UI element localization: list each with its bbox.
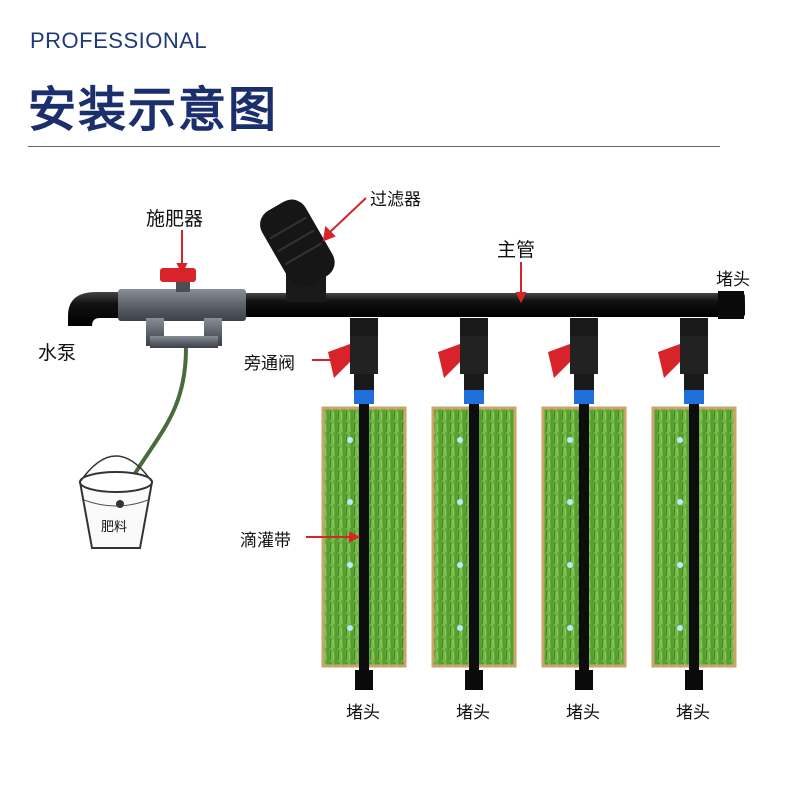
blue-connector: [464, 390, 484, 404]
end-plug: [575, 670, 593, 690]
tee-fitting: [570, 318, 598, 336]
label-bypass-valve: 旁通阀: [244, 354, 295, 374]
drip-tape: [359, 404, 369, 670]
water-drops: [347, 437, 353, 631]
main-pipe: [120, 293, 745, 317]
label-main-pipe: 主管: [497, 239, 536, 261]
end-plug-main-cap: [718, 291, 744, 319]
label-end-plug-2: 堵头: [456, 703, 490, 723]
water-drops: [677, 437, 683, 631]
drip-tape: [689, 404, 699, 670]
water-drops: [457, 437, 463, 631]
fertilizer-bucket: [78, 455, 154, 549]
label-end-plug-1: 堵头: [346, 703, 380, 723]
label-filter: 过滤器: [370, 190, 421, 210]
drip-unit-2: [431, 318, 517, 690]
injector-valve-handle: [160, 268, 196, 282]
tee-fitting: [460, 318, 488, 336]
bypass-valve-handle[interactable]: [658, 344, 680, 378]
drip-tape: [469, 404, 479, 670]
valve-connector: [464, 374, 484, 392]
blue-connector: [574, 390, 594, 404]
valve-body: [680, 336, 708, 374]
tee-fitting: [350, 318, 378, 336]
blue-connector: [684, 390, 704, 404]
label-fertilizer-injector: 施肥器: [146, 208, 204, 230]
drip-tape: [579, 404, 589, 670]
page-title: 安装示意图: [28, 82, 279, 138]
label-fertilizer-bucket: 肥料: [101, 520, 127, 535]
water-drops: [567, 437, 573, 631]
tee-fitting: [680, 318, 708, 336]
label-end-plug-main: 堵头: [716, 270, 750, 290]
valve-body: [460, 336, 488, 374]
fertilizer-injector: [118, 268, 246, 348]
bypass-valve-handle[interactable]: [548, 344, 570, 378]
blue-connector: [354, 390, 374, 404]
label-drip-tape: 滴灌带: [240, 531, 291, 551]
end-plug: [685, 670, 703, 690]
filter: [260, 199, 335, 302]
valve-connector: [574, 374, 594, 392]
end-plug: [465, 670, 483, 690]
pointer-lines: [176, 197, 527, 543]
header-divider: [28, 146, 720, 147]
label-end-plug-3: 堵头: [566, 703, 600, 723]
valve-connector: [354, 374, 374, 392]
valve-body: [570, 336, 598, 374]
drip-unit-1: [321, 318, 407, 690]
label-end-plug-4: 堵头: [676, 703, 710, 723]
drip-unit-3: [541, 318, 627, 690]
end-plug: [355, 670, 373, 690]
pointer-filter: [329, 197, 367, 233]
valve-body: [350, 336, 378, 374]
drip-unit-4: [651, 318, 737, 690]
pump-inlet-pipe: [68, 292, 130, 326]
valve-connector: [684, 374, 704, 392]
header-eyebrow: PROFESSIONAL: [30, 28, 208, 53]
bypass-valve-handle[interactable]: [438, 344, 460, 378]
label-pump: 水泵: [38, 342, 77, 364]
